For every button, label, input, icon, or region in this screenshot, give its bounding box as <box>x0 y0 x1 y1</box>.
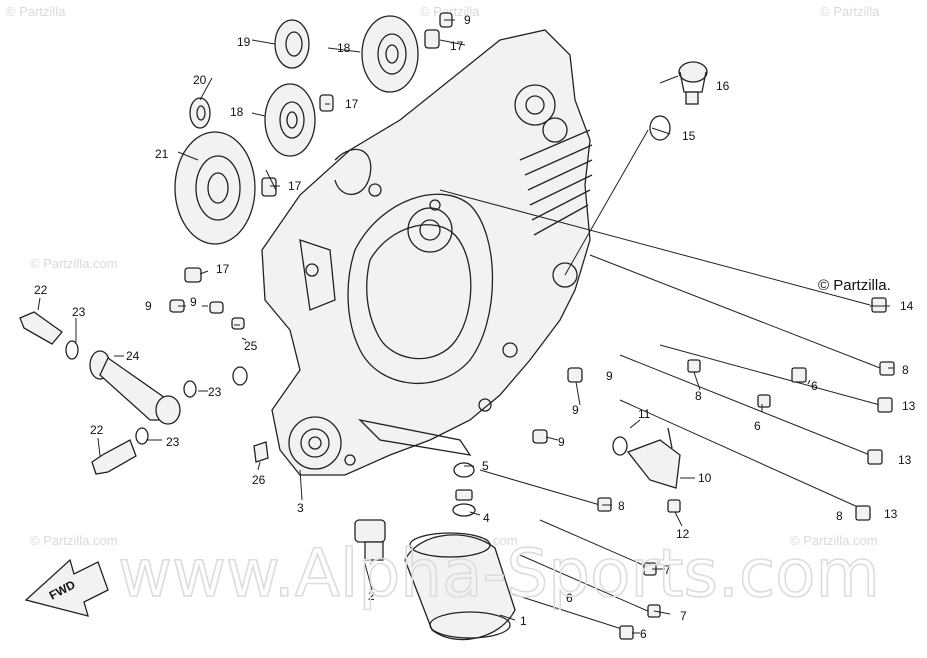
callout-9-c: 9 <box>190 295 197 309</box>
callout-22-b: 22 <box>90 423 104 437</box>
filler-cap-16 <box>678 61 708 105</box>
gasket-11 <box>612 436 628 456</box>
callout-23-b: 23 <box>208 385 222 399</box>
callout-9-a: 9 <box>464 13 471 27</box>
bearing-21 <box>174 131 256 245</box>
callout-17-a: 17 <box>450 39 464 53</box>
crankcase-half <box>261 29 593 476</box>
seal-20 <box>189 97 211 129</box>
washer-5 <box>453 462 475 478</box>
washer-23-c <box>135 427 149 445</box>
callout-24: 24 <box>126 349 140 363</box>
callout-8-c: 8 <box>618 499 625 513</box>
callout-2: 2 <box>368 589 375 603</box>
callout-6-c: 6 <box>640 627 647 641</box>
callout-13-a: 13 <box>902 399 916 413</box>
plug-26 <box>253 441 269 463</box>
callout-6-d: 6 <box>566 591 573 605</box>
callout-16: 16 <box>716 79 730 93</box>
callout-22-a: 22 <box>34 283 48 297</box>
callout-4: 4 <box>483 511 490 525</box>
callout-21: 21 <box>155 147 169 161</box>
callout-12: 12 <box>676 527 690 541</box>
callout-17-b: 17 <box>345 97 359 111</box>
callout-8-b: 8 <box>902 363 909 377</box>
banjo-bolt-22-top <box>19 311 63 345</box>
leader-lines <box>37 19 894 634</box>
callout-20: 20 <box>193 73 207 87</box>
washer-23-a <box>65 340 79 360</box>
banjo-bolt-22-bottom <box>91 439 137 475</box>
callout-13-c: 13 <box>884 507 898 521</box>
callout-7-a: 7 <box>664 563 671 577</box>
callout-14: 14 <box>900 299 914 313</box>
watermark-bottom-right: © Partzilla.com <box>790 533 878 548</box>
o-ring-15 <box>649 115 671 141</box>
callout-15: 15 <box>682 129 696 143</box>
callout-18-a: 18 <box>337 41 351 55</box>
callout-23-c: 23 <box>166 435 180 449</box>
callout-11: 11 <box>638 407 651 421</box>
washer-23-b <box>183 380 197 398</box>
sensor-10 <box>626 427 681 513</box>
callout-7-b: 7 <box>680 609 687 623</box>
callout-3: 3 <box>297 501 304 515</box>
callout-9-d: 9 <box>572 403 579 417</box>
site-watermark: www.Alpha-Sports.com <box>118 535 880 612</box>
callout-19: 19 <box>237 35 251 49</box>
callout-25: 25 <box>244 339 258 353</box>
oil-filter-1 <box>404 532 516 641</box>
callout-9-f: 9 <box>606 369 613 383</box>
callout-6-a: 6 <box>811 379 818 393</box>
callout-26: 26 <box>252 473 266 487</box>
callout-13-b: 13 <box>898 453 912 467</box>
watermark-bottom-left: © Partzilla.com <box>30 533 118 548</box>
callout-8-a: 8 <box>695 389 702 403</box>
callout-23-a: 23 <box>72 305 86 319</box>
callout-9-b: 9 <box>145 299 152 313</box>
callout-18-b: 18 <box>230 105 244 119</box>
watermark-top-right: © Partzilla <box>820 4 880 19</box>
callout-10: 10 <box>698 471 712 485</box>
fwd-arrow: FWD <box>24 558 109 617</box>
banjo-fitting-24 <box>89 350 181 425</box>
partzilla-dealer-mark: © Partzilla. <box>818 277 891 294</box>
watermark-top-left: © Partzilla <box>6 4 66 19</box>
callout-1: 1 <box>520 614 527 628</box>
watermark-left: © Partzilla.com <box>30 256 118 271</box>
drain-plug-2 <box>354 519 386 561</box>
watermark-top-center: © Partzilla <box>420 4 480 19</box>
callout-6-b: 6 <box>754 419 761 433</box>
bearing-19 <box>274 19 310 69</box>
callout-17-d: 17 <box>216 262 230 276</box>
dowel-pins <box>169 12 583 444</box>
callout-5: 5 <box>482 459 489 473</box>
callout-17-c: 17 <box>288 179 302 193</box>
bearing-18-mid <box>264 83 316 157</box>
callout-labels: 1 2 3 4 5 6 6 6 6 7 7 8 8 8 8 9 9 9 9 9 … <box>34 13 916 641</box>
washer-25 <box>232 366 248 386</box>
screw-4 <box>452 489 476 517</box>
bearing-18-top <box>361 15 419 93</box>
callout-9-e: 9 <box>558 435 565 449</box>
callout-8-d: 8 <box>836 509 843 523</box>
